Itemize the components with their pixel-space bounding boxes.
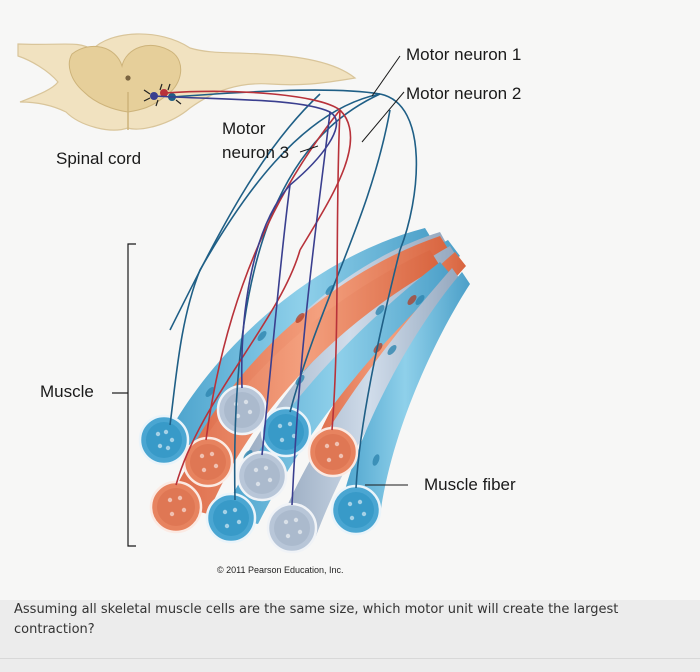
motor-unit-diagram bbox=[17, 33, 470, 554]
cross-section-gray-2 bbox=[236, 450, 288, 502]
cross-section-blue-3 bbox=[205, 492, 257, 544]
fiber-cross-sections bbox=[138, 384, 382, 554]
cross-section-gray-3 bbox=[266, 502, 318, 554]
label-motor-neuron-3-line2: neuron 3 bbox=[222, 143, 290, 162]
fiber-blue-front-2 bbox=[340, 272, 470, 516]
cross-section-orange-3 bbox=[149, 480, 203, 534]
muscle-bracket bbox=[112, 243, 136, 547]
label-motor-neuron-1: Motor neuron 1 bbox=[406, 45, 522, 64]
cross-section-orange-2 bbox=[307, 426, 359, 478]
leader-motor-neuron-3 bbox=[299, 145, 319, 153]
label-muscle: Muscle bbox=[40, 382, 94, 401]
cross-section-gray-1 bbox=[216, 384, 268, 436]
leader-lines bbox=[299, 55, 408, 486]
label-motor-neuron-2: Motor neuron 2 bbox=[406, 84, 522, 103]
cross-section-blue-2 bbox=[260, 406, 312, 458]
copyright-notice: © 2011 Pearson Education, Inc. bbox=[217, 565, 344, 575]
label-spinal-cord: Spinal cord bbox=[56, 149, 142, 168]
leader-motor-neuron-1 bbox=[371, 55, 401, 97]
divider bbox=[0, 658, 700, 659]
cross-section-blue-4 bbox=[330, 484, 382, 536]
fiber-nuclei bbox=[205, 285, 425, 466]
axon-motor-neuron-2 bbox=[163, 90, 352, 486]
neuron-cell-bodies bbox=[143, 83, 182, 107]
label-motor-neuron-3-line1: Motor bbox=[222, 119, 266, 138]
question-text: Assuming all skeletal muscle cells are t… bbox=[14, 602, 619, 637]
fiber-orange-front-1 bbox=[168, 250, 440, 514]
figure-card: Motor neuron 1 Motor neuron 2 Motor neur… bbox=[0, 0, 700, 600]
leader-motor-neuron-2 bbox=[361, 91, 405, 143]
cross-section-orange-1 bbox=[182, 436, 234, 488]
label-muscle-fiber: Muscle fiber bbox=[424, 475, 516, 494]
cross-section-blue-1 bbox=[138, 414, 190, 466]
spinal-cord bbox=[17, 33, 357, 131]
axon-motor-neuron-3 bbox=[153, 95, 338, 506]
